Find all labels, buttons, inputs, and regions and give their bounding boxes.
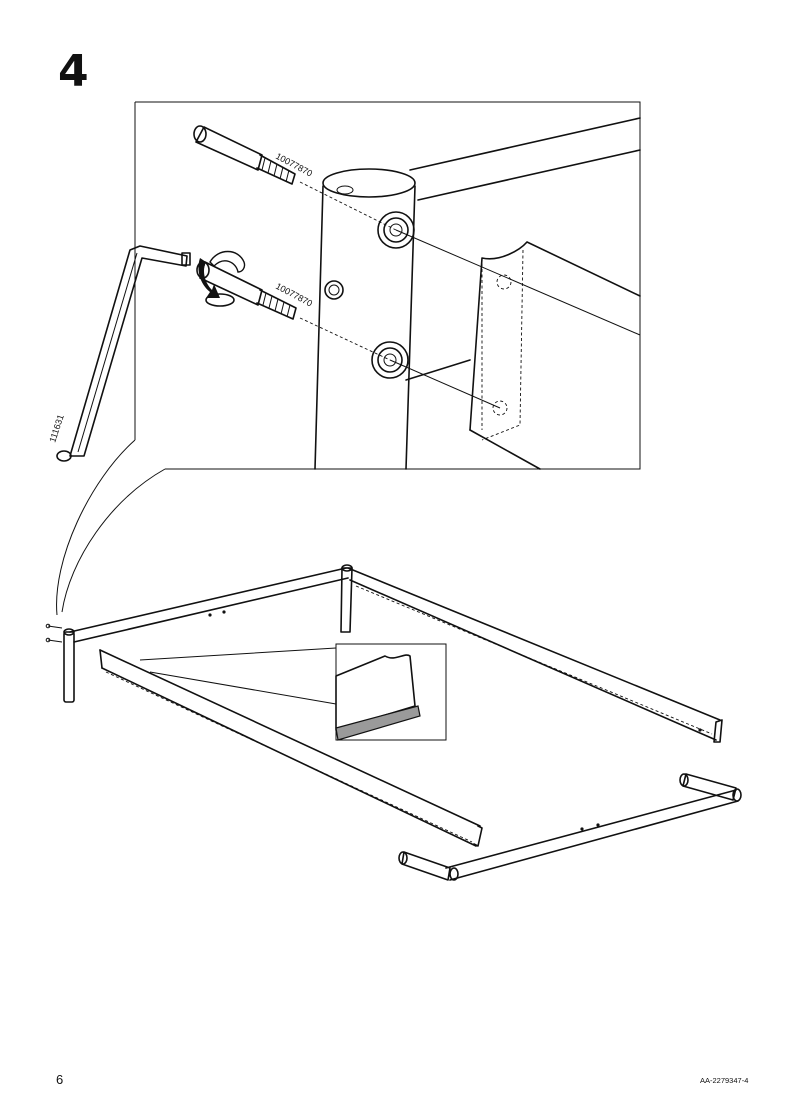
detail-rail [409,117,641,201]
bolt-bottom-code: 10077870 [274,281,314,309]
allen-key-icon [56,245,191,462]
allen-key-code: 111631 [47,413,65,443]
page-number: 6 [56,1072,64,1087]
detail-side-board [469,241,641,470]
rotate-arrow-icon [198,250,246,298]
board-profile-inset [139,643,447,741]
insertion-guides [299,181,641,409]
detail-panel [56,101,641,616]
detail-leg-tube [314,168,471,470]
step-number: 4 [58,46,89,97]
bed-frame [45,564,723,847]
bolt-top [193,125,296,185]
document-code: AA-2279347-4 [700,1076,749,1085]
loose-crossbar [398,773,742,881]
